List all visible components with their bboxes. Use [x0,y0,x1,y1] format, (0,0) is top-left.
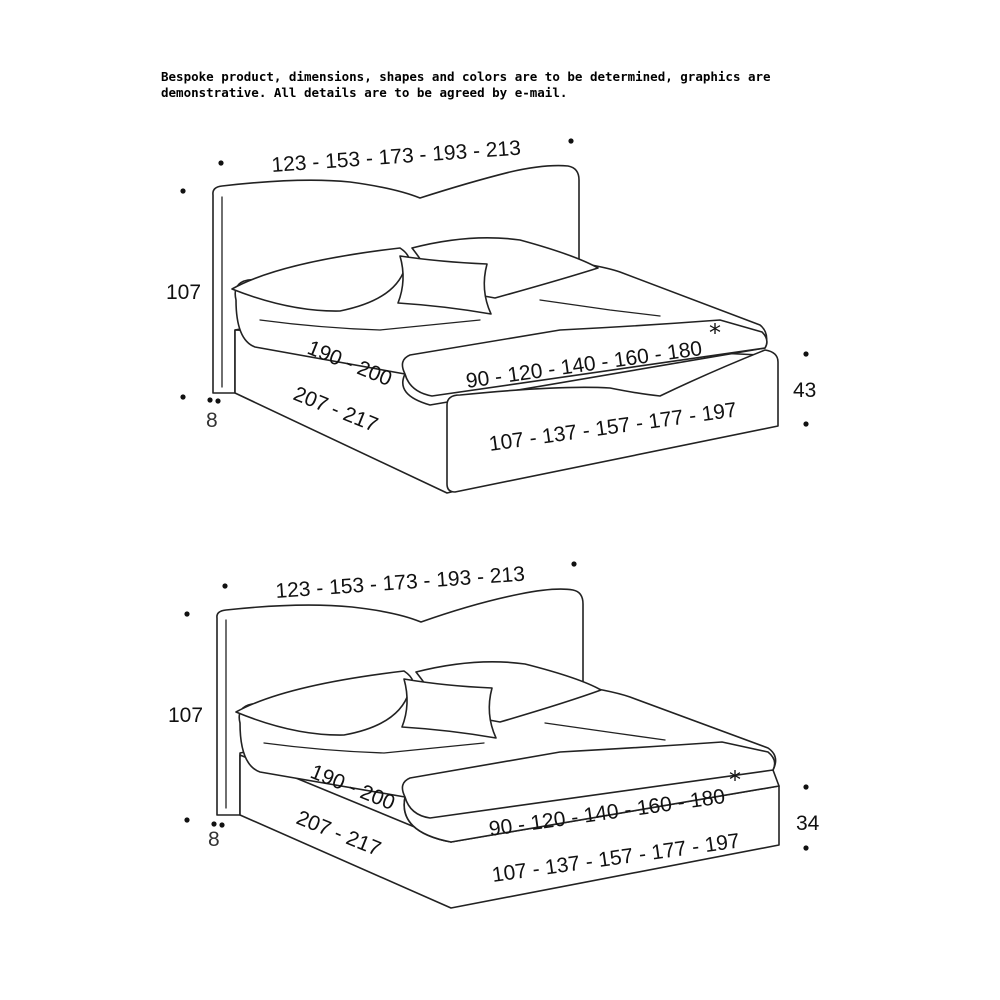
footboard-height-label: 43 [793,379,816,402]
dim-dot [218,160,224,166]
dim-dot [568,138,574,144]
headboard-height-label: 107 [168,704,203,727]
duvet-crease-1 [259,319,481,331]
base-height-label: 34 [796,812,820,835]
bed-with-footboard: 123 - 153 - 173 - 193 - 213 107 8 190 - … [166,137,816,494]
duvet-fold [401,319,768,397]
bed-without-footboard: 123 - 153 - 173 - 193 - 213 107 8 190 - … [168,561,820,909]
dim-dot [803,351,809,357]
dim-dot [803,421,809,427]
disclaimer-line-2: demonstrative. All details are to be agr… [161,85,568,100]
headboard-width-label: 123 - 153 - 173 - 193 - 213 [275,563,526,603]
disclaimer-note: Bespoke product, dimensions, shapes and … [161,69,801,101]
cushion [397,255,492,315]
mattress-asterisk: * [729,766,741,794]
disclaimer-line-1: Bespoke product, dimensions, shapes and … [161,69,771,84]
dim-dot [180,188,186,194]
headboard-height-label: 107 [166,281,201,304]
dim-dot [211,821,217,827]
headboard-width-label: 123 - 153 - 173 - 193 - 213 [271,137,522,177]
dim-dot [571,561,577,567]
cushion [401,678,497,739]
duvet-crease-2 [539,299,661,317]
dim-dot [803,784,809,790]
dim-dot [219,822,225,828]
dim-dot [215,398,221,404]
dim-dot [184,817,190,823]
dim-dot [180,394,186,400]
duvet-crease-1 [263,742,485,754]
headboard-thickness-label: 8 [206,409,218,432]
headboard-thickness-label: 8 [208,828,220,851]
mattress-asterisk: * [709,319,721,347]
footboard [446,349,779,493]
duvet-crease-2 [544,722,666,741]
dim-dot [184,611,190,617]
dim-dot [222,583,228,589]
mattress-front [403,769,780,843]
duvet-fold [401,741,776,819]
dim-dot [207,397,213,403]
dim-dot [803,845,809,851]
